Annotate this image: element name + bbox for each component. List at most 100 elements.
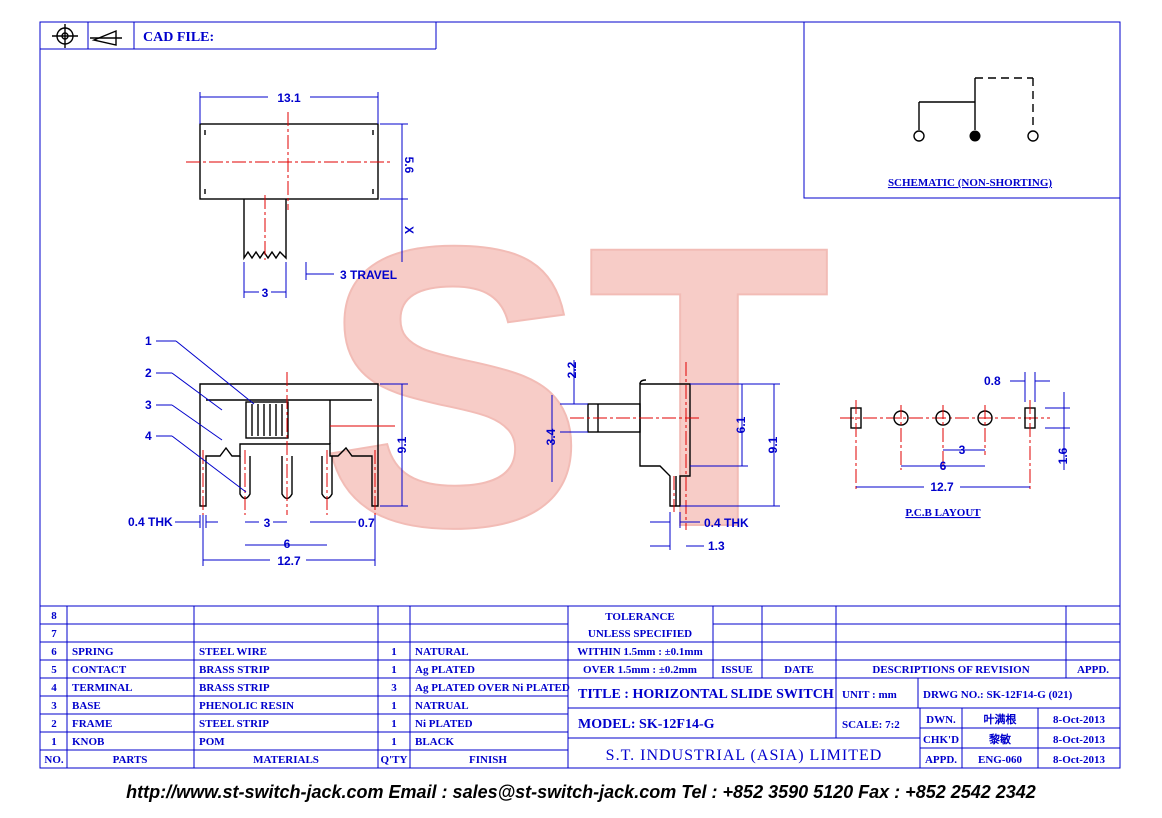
dim-side-34: 3.4 xyxy=(544,428,558,445)
bom-cell-material: BRASS STRIP xyxy=(199,682,270,694)
callout-2: 2 xyxy=(145,366,152,380)
pcb-layout-title: P.C.B LAYOUT xyxy=(905,507,981,519)
dim-pcb-6: 6 xyxy=(940,459,947,473)
bom-cell-material: POM xyxy=(199,736,225,748)
travel-label: 3 TRAVEL xyxy=(340,268,397,282)
dim-top-width: 13.1 xyxy=(277,91,301,105)
bom-cell-no: 8 xyxy=(51,610,57,622)
bom-cell-part: CONTACT xyxy=(72,664,127,676)
bom-cell-no: 5 xyxy=(51,664,57,676)
bom-header-qty: Q'TY xyxy=(381,754,408,766)
bom-cell-no: 2 xyxy=(51,718,57,730)
bom-header-no: NO. xyxy=(44,754,64,766)
unit-label: UNIT : mm xyxy=(842,689,897,701)
chkd-date: 8-Oct-2013 xyxy=(1053,734,1105,746)
bom-cell-qty: 3 xyxy=(391,682,397,694)
callout-1: 1 xyxy=(145,334,152,348)
bom-cell-qty: 1 xyxy=(391,700,397,712)
front-view: 1 2 3 4 9.1 0.4 THK 3 0.7 6 12.7 xyxy=(128,334,409,568)
bom-cell-material: BRASS STRIP xyxy=(199,664,270,676)
appd-name: ENG-060 xyxy=(978,754,1023,766)
appd-date: 8-Oct-2013 xyxy=(1053,754,1105,766)
dwn-label: DWN. xyxy=(926,714,956,726)
bom-cell-no: 4 xyxy=(51,682,57,694)
bom-cell-qty: 1 xyxy=(391,718,397,730)
bom-cell-qty: 1 xyxy=(391,664,397,676)
date-header: DATE xyxy=(784,664,814,676)
issue-header: ISSUE xyxy=(721,664,753,676)
title-block: TOLERANCE UNLESS SPECIFIED WITHIN 1.5mm … xyxy=(567,605,1121,769)
bom-cell-no: 6 xyxy=(51,646,57,658)
scale-label: SCALE: 7:2 xyxy=(842,719,900,731)
svg-text:ST: ST xyxy=(320,163,831,610)
tolerance-2: UNLESS SPECIFIED xyxy=(588,628,692,640)
contact-footer: http://www.st-switch-jack.com Email : sa… xyxy=(126,782,1036,802)
bom-header-finish: FINISH xyxy=(469,754,507,766)
st-watermark: ST xyxy=(319,162,832,611)
bom-cell-finish: Ag PLATED OVER Ni PLATED xyxy=(415,682,570,694)
dim-front-thk: 0.4 THK xyxy=(128,515,173,529)
cad-file-label: CAD FILE: xyxy=(143,30,214,45)
dim-front-span6: 6 xyxy=(284,537,291,551)
descriptions-header: DESCRIPTIONS OF REVISION xyxy=(872,664,1029,676)
chkd-name: 黎敏 xyxy=(989,732,1012,746)
dim-pcb-3: 3 xyxy=(959,443,966,457)
dim-side-13: 1.3 xyxy=(708,539,725,553)
company-name: S.T. INDUSTRIAL (ASIA) LIMITED xyxy=(606,747,883,764)
model-label: MODEL: SK-12F14-G xyxy=(578,717,715,732)
tolerance-1: TOLERANCE xyxy=(605,611,674,623)
bom-cell-part: SPRING xyxy=(72,646,114,658)
pcb-layout: 0.8 3 6 12.7 1.6 P.C.B LAYOUT xyxy=(840,372,1070,519)
terminal-right-icon xyxy=(1027,130,1039,142)
schematic-title: SCHEMATIC (NON-SHORTING) xyxy=(888,177,1052,189)
bom-header: NO. PARTS MATERIALS Q'TY FINISH xyxy=(44,754,507,766)
dim-pcb-08: 0.8 xyxy=(984,374,1001,388)
bom-cell-finish: Ag PLATED xyxy=(415,664,475,676)
bom-cell-part: KNOB xyxy=(72,736,105,748)
side-view: 3.4 2.2 6.1 9.1 0.4 THK 1.3 xyxy=(544,360,780,553)
bom-cell-part: TERMINAL xyxy=(72,682,133,694)
bom-cell-finish: BLACK xyxy=(415,736,455,748)
dim-front-pitch: 3 xyxy=(264,516,271,530)
drawing-title: TITLE : HORIZONTAL SLIDE SWITCH xyxy=(578,687,834,702)
bom-cell-part: FRAME xyxy=(72,718,112,730)
bom-cell-finish: Ni PLATED xyxy=(415,718,473,730)
bom-cell-qty: 1 xyxy=(391,736,397,748)
bom-cell-material: STEEL WIRE xyxy=(199,646,267,658)
bom-cell-material: PHENOLIC RESIN xyxy=(199,700,294,712)
dim-top-height: 5.6 xyxy=(402,157,416,174)
callout-3: 3 xyxy=(145,398,152,412)
bom-cell-qty: 1 xyxy=(391,646,397,658)
bom-cell-part: BASE xyxy=(72,700,101,712)
drawing-number: DRWG NO.: SK-12F14-G (021) xyxy=(923,689,1073,701)
dim-side-61: 6.1 xyxy=(734,416,748,433)
bom-cell-material: STEEL STRIP xyxy=(199,718,269,730)
dim-front-pinw: 0.7 xyxy=(358,516,375,530)
dim-side-22: 2.2 xyxy=(565,361,579,378)
appd-header: APPD. xyxy=(1077,664,1109,676)
top-view: 13.1 5.6 X 3 3 TRAVEL xyxy=(186,90,416,300)
dim-side-91: 9.1 xyxy=(766,436,780,453)
bom-table xyxy=(39,605,569,769)
cad-file-header: CAD FILE: xyxy=(40,22,437,50)
schematic-panel: SCHEMATIC (NON-SHORTING) xyxy=(803,21,1121,199)
terminal-left-icon xyxy=(913,130,925,142)
callout-4: 4 xyxy=(145,429,152,443)
terminal-common-icon xyxy=(969,130,981,142)
bom-header-part: PARTS xyxy=(113,754,148,766)
tolerance-4: OVER 1.5mm : ±0.2mm xyxy=(583,664,697,676)
dim-knob: 3 xyxy=(262,286,269,300)
dim-x: X xyxy=(402,226,416,234)
chkd-label: CHK'D xyxy=(923,734,959,746)
bom-cell-finish: NATURAL xyxy=(415,646,469,658)
dwn-name: 叶满根 xyxy=(984,712,1018,726)
dim-front-height: 9.1 xyxy=(395,436,409,453)
bom-header-material: MATERIALS xyxy=(253,754,319,766)
dim-pcb-127: 12.7 xyxy=(930,480,954,494)
dwn-date: 8-Oct-2013 xyxy=(1053,714,1105,726)
tolerance-3: WITHIN 1.5mm : ±0.1mm xyxy=(577,646,703,658)
appd-label: APPD. xyxy=(925,754,957,766)
dim-side-thk: 0.4 THK xyxy=(704,516,749,530)
